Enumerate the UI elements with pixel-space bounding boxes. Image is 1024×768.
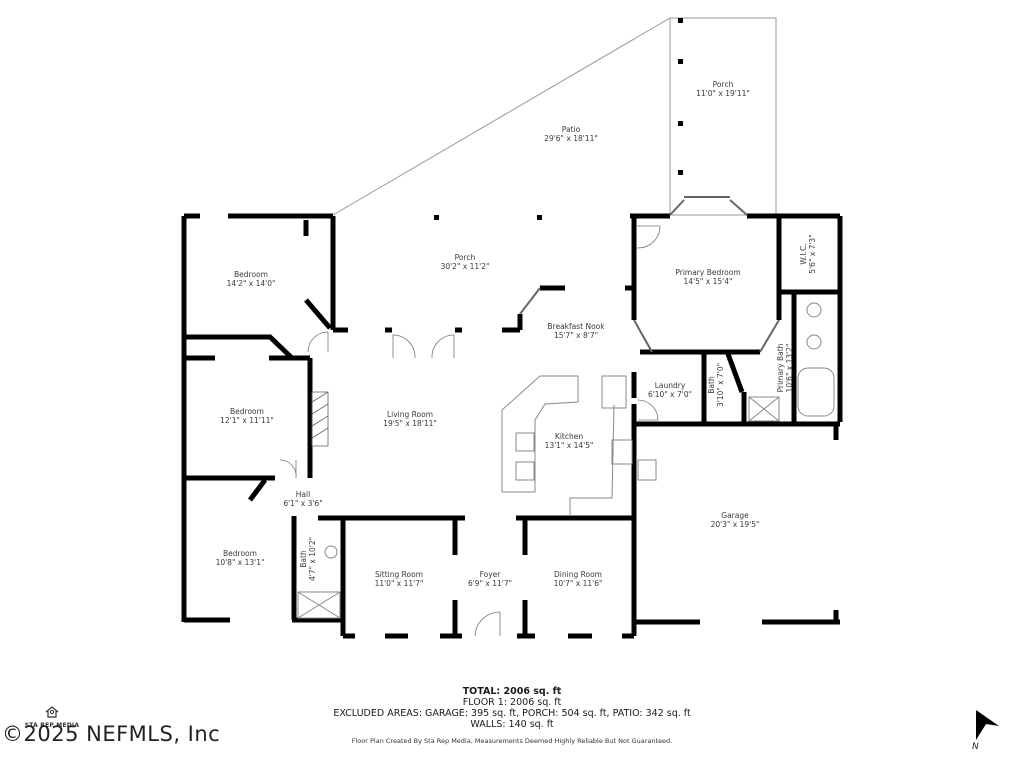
room-name: Bedroom (234, 270, 268, 279)
room-label-dining-room: Dining Room 10'7" x 11'6" (554, 570, 603, 588)
exterior-outdoor-areas (332, 17, 777, 216)
room-dims: 6'9" x 11'7" (467, 579, 513, 588)
porch-posts (434, 18, 683, 220)
room-dims: 6'1" x 3'6" (283, 499, 323, 508)
room-name: Bath (707, 376, 716, 394)
room-label-main-porch: Porch 30'2" x 11'2" (441, 253, 490, 271)
room-dims: 30'2" x 11'2" (440, 262, 490, 271)
room-dims: 14'5" x 15'4" (683, 277, 733, 286)
room-name: Laundry (654, 381, 686, 390)
room-label-kitchen: Kitchen 13'1" x 14'5" (545, 432, 594, 450)
room-name: Sitting Room (374, 570, 424, 579)
room-label-foyer: Foyer 6'9" x 11'7" (468, 570, 512, 588)
total-area: TOTAL: 2006 sq. ft (462, 686, 562, 697)
room-label-bath-sw: Bath 4'7" x 10'2" (299, 537, 317, 581)
room-name: Primary Bedroom (675, 268, 741, 277)
room-label-sitting-room: Sitting Room 11'0" x 11'7" (375, 570, 424, 588)
room-dims: 19'5" x 18'11" (383, 419, 437, 428)
room-dims: 11'0" x 19'11" (696, 89, 750, 98)
room-name: Porch (454, 253, 476, 262)
room-name: Garage (721, 511, 749, 520)
room-dims: 3'10" x 7'0" (716, 362, 725, 408)
floor1-area: FLOOR 1: 2006 sq. ft (462, 697, 562, 708)
room-dims: 14'2" x 14'0" (226, 279, 276, 288)
disclaimer: Floor Plan Created By Sta Rep Media, Mea… (351, 737, 673, 745)
room-dims: 6'10" x 7'0" (647, 390, 693, 399)
north-arrow-icon (976, 710, 999, 740)
room-name: W.I.C. (799, 243, 808, 265)
room-dims: 10'8" x 13'1" (215, 558, 265, 567)
room-name: Kitchen (554, 432, 584, 441)
room-name: Hall (295, 490, 311, 499)
room-label-primary-bath: Primary Bath 10'6" x 13'2" (776, 344, 794, 393)
room-label-garage: Garage 20'3" x 19'5" (711, 511, 760, 529)
patio-outline (332, 17, 671, 216)
bay-window-diagonals (519, 196, 780, 353)
room-dims: 4'7" x 10'2" (308, 536, 317, 582)
fireplace-hatch (311, 391, 329, 447)
room-name: Bedroom (230, 407, 264, 416)
room-label-living-room: Living Room 19'5" x 18'11" (383, 410, 437, 428)
room-dims: 15'7" x 8'7" (553, 331, 599, 340)
room-dims: 11'0" x 11'7" (374, 579, 424, 588)
room-name: Bedroom (223, 549, 257, 558)
room-dims: 13'1" x 14'5" (544, 441, 594, 450)
room-dims: 10'6" x 13'2" (785, 343, 794, 393)
room-label-bedroom-nw: Bedroom 14'2" x 14'0" (227, 270, 276, 288)
room-dims: 12'1" x 11'11" (220, 416, 274, 425)
room-name: Patio (561, 125, 581, 134)
room-name: Porch (712, 80, 734, 89)
room-label-bedroom-sw: Bedroom 10'8" x 13'1" (216, 549, 265, 567)
excluded-areas: EXCLUDED AREAS: GARAGE: 395 sq. ft, PORC… (333, 708, 691, 719)
room-name: Living Room (386, 410, 434, 419)
room-label-wic: W.I.C. 5'6" x 7'3" (799, 234, 817, 273)
bathroom-fixtures (297, 302, 835, 619)
copyright-watermark: ©2025 NEFMLS, Inc (2, 722, 221, 746)
room-label-breakfast-nook: Breakfast Nook 15'7" x 8'7" (547, 322, 604, 340)
compass: N (972, 708, 1002, 754)
rear-porch-outline (669, 17, 777, 216)
room-label-patio: Patio 29'6" x 18'11" (544, 125, 598, 143)
room-label-rear-porch: Porch 11'0" x 19'11" (696, 80, 750, 98)
walls (181, 213, 843, 639)
room-label-hall: Hall 6'1" x 3'6" (283, 490, 322, 508)
room-name: Foyer (479, 570, 501, 579)
room-dims: 5'6" x 7'3" (808, 234, 817, 274)
walls-area: WALLS: 140 sq. ft (470, 719, 554, 730)
north-label: N (972, 742, 979, 752)
house-pin-icon (45, 706, 59, 718)
kitchen-fixtures (501, 375, 657, 516)
room-label-primary-bedroom: Primary Bedroom 14'5" x 15'4" (675, 268, 740, 286)
room-name: Primary Bath (776, 343, 785, 393)
sta-rep-media-logo: STA REP MEDIA (24, 703, 80, 729)
room-name: Dining Room (554, 570, 602, 579)
room-name: Breakfast Nook (547, 322, 605, 331)
room-label-bedroom-w: Bedroom 12'1" x 11'11" (220, 407, 274, 425)
room-dims: 10'7" x 11'6" (553, 579, 603, 588)
room-label-bath-small: Bath 3'10" x 7'0" (707, 363, 725, 407)
logo-text: STA REP MEDIA (24, 722, 80, 729)
area-summary: TOTAL: 2006 sq. ft FLOOR 1: 2006 sq. ft … (0, 686, 1024, 746)
room-label-laundry: Laundry 6'10" x 7'0" (648, 381, 692, 399)
room-dims: 29'6" x 18'11" (544, 134, 598, 143)
room-dims: 20'3" x 19'5" (710, 520, 760, 529)
room-name: Bath (299, 550, 308, 568)
doors (279, 225, 661, 637)
